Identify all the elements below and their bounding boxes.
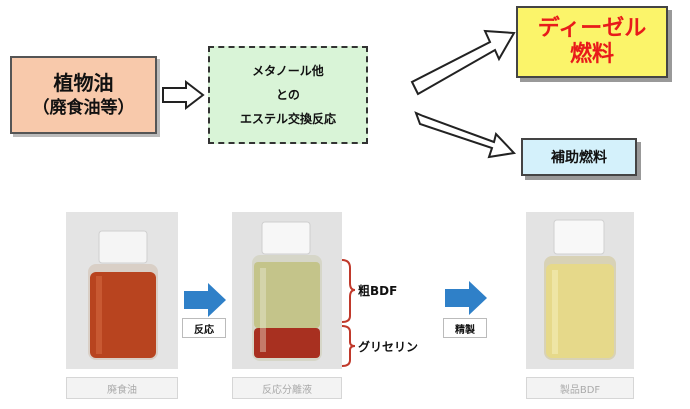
reaction-line-1: メタノール他 [252, 64, 324, 78]
vegetable-oil-title: 植物油 [53, 71, 114, 95]
reaction-step-text: 反応 [194, 324, 214, 336]
reaction-separation-caption: 反応分離液 [232, 377, 342, 399]
flow-arrow-1-icon [162, 80, 205, 110]
reaction-line-3: エステル交換反応 [239, 112, 336, 126]
reaction-line-2: との [276, 88, 300, 102]
vegetable-oil-box: 植物油 （廃食油等） [10, 56, 157, 134]
transesterification-box: メタノール他 との エステル交換反応 [208, 46, 368, 144]
diesel-fuel-box: ディーゼル 燃料 [516, 6, 668, 78]
crude-bdf-label: 粗BDF [358, 284, 398, 298]
diesel-fuel-line-2: 燃料 [569, 42, 614, 67]
diesel-fuel-line-1: ディーゼル [537, 16, 647, 41]
waste-oil-caption: 廃食油 [66, 377, 178, 399]
refining-step-text: 精製 [455, 324, 475, 336]
reaction-separation-caption-text: 反応分離液 [262, 384, 312, 396]
flow-arrow-to-aux-icon [414, 111, 517, 159]
refining-step-arrow-icon [445, 281, 487, 315]
refining-step-label: 精製 [443, 318, 487, 338]
product-bdf-caption: 製品BDF [526, 377, 634, 399]
reaction-separation-photo [232, 212, 342, 369]
waste-oil-photo [66, 212, 178, 369]
reaction-step-arrow-icon [184, 283, 226, 317]
separation-bottle-icon [232, 212, 342, 369]
product-bdf-photo [526, 212, 634, 369]
auxiliary-fuel-box: 補助燃料 [521, 138, 637, 176]
product-bdf-caption-text: 製品BDF [559, 384, 601, 396]
waste-oil-bottle-icon [66, 212, 178, 369]
product-bdf-bottle-icon [526, 212, 634, 369]
glycerin-label: グリセリン [358, 340, 419, 354]
reaction-step-label: 反応 [182, 318, 226, 338]
vegetable-oil-subtitle: （廃食油等） [32, 98, 135, 118]
auxiliary-fuel-label: 補助燃料 [551, 150, 607, 166]
waste-oil-caption-text: 廃食油 [107, 384, 137, 396]
separation-brace-icon [341, 259, 356, 367]
flow-arrow-to-diesel-icon [410, 29, 516, 96]
